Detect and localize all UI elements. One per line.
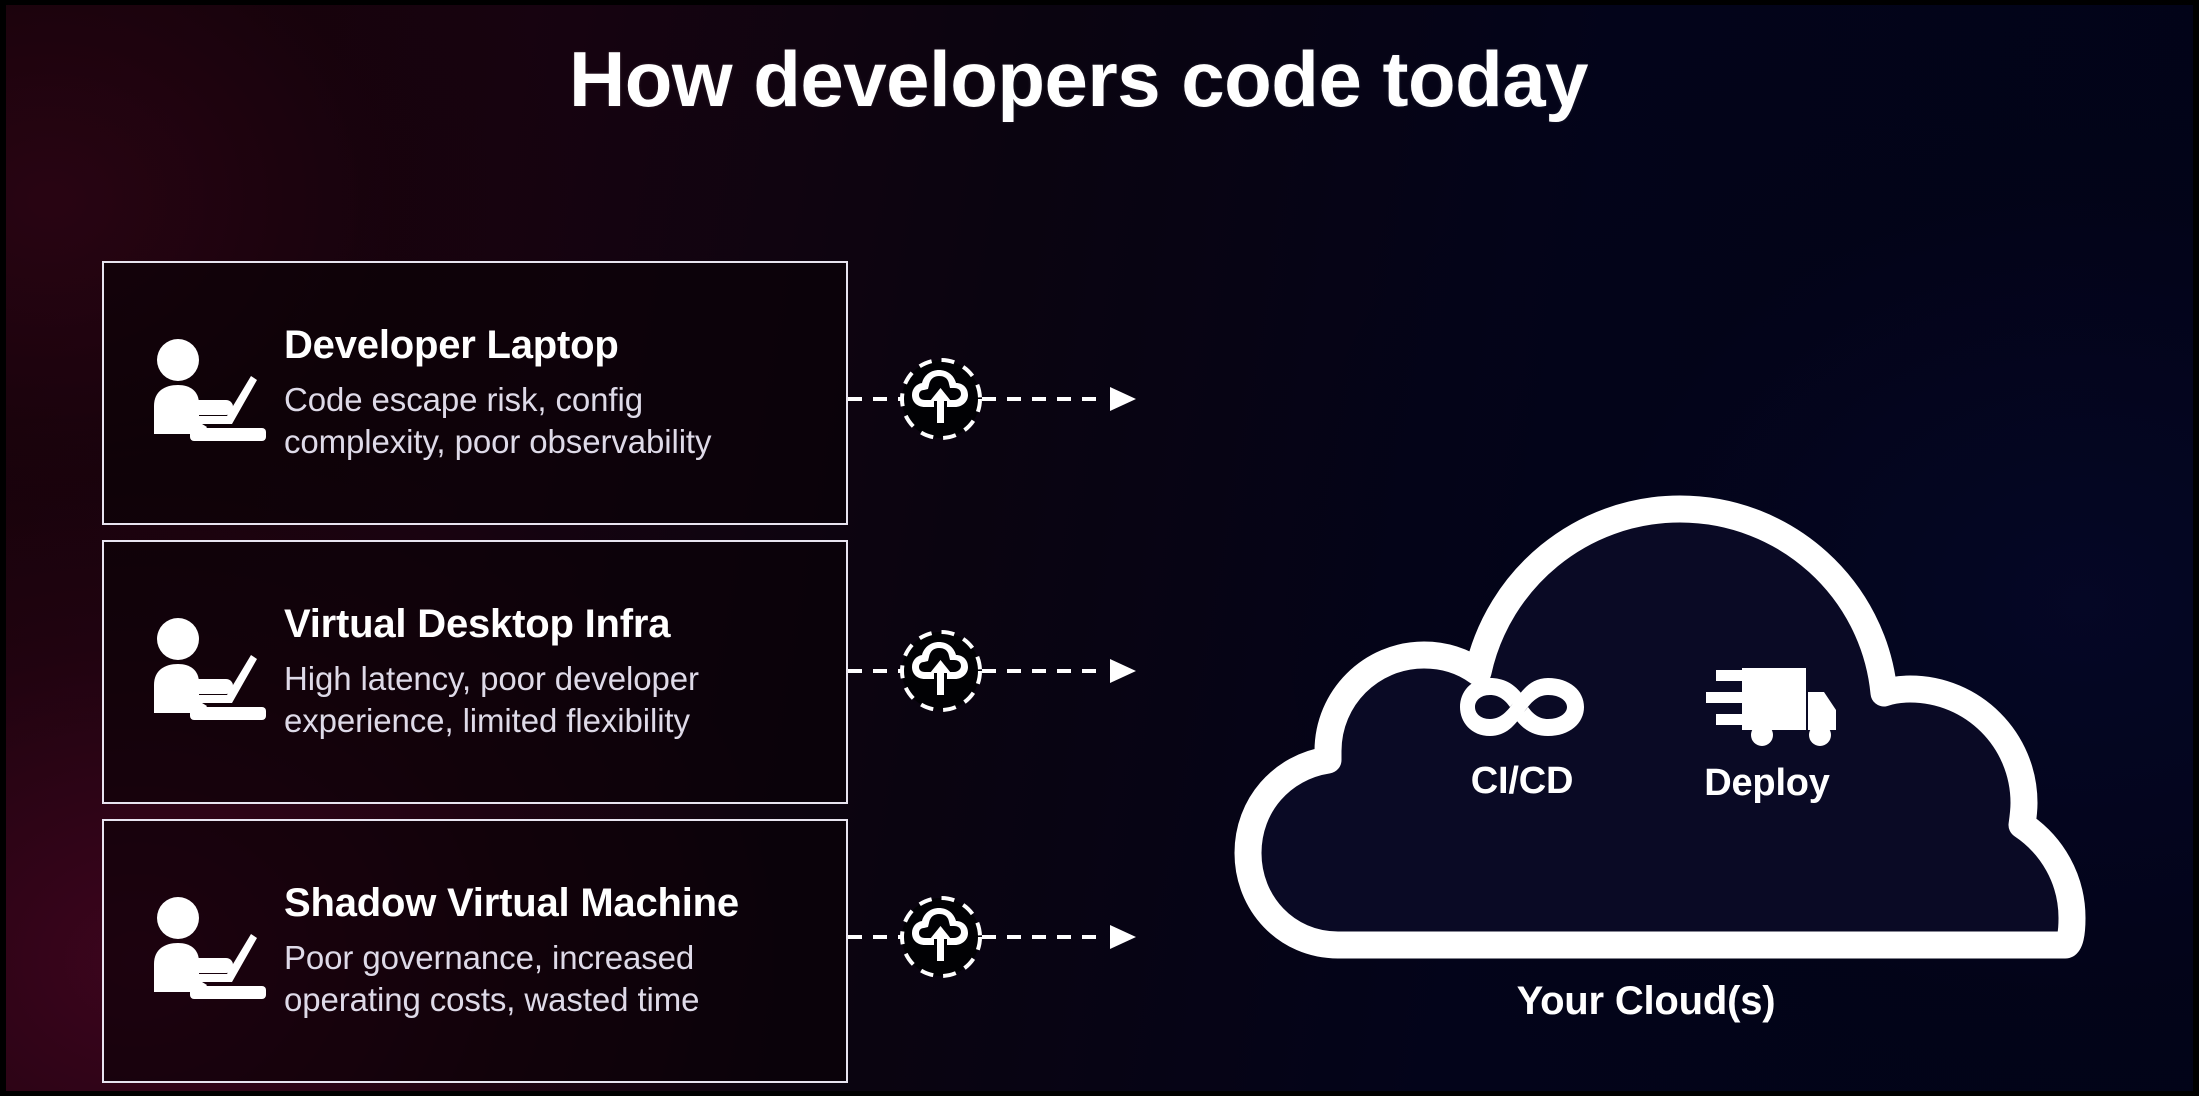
cloud-service-cicd[interactable]: CI/CD xyxy=(1456,668,1588,803)
cloud-service-label: CI/CD xyxy=(1470,759,1574,802)
problem-card[interactable]: Developer Laptop Code escape risk, confi… xyxy=(102,261,848,525)
cloud-services-row: CI/CD Deploy xyxy=(1186,305,2106,985)
problem-card-title: Developer Laptop xyxy=(284,323,619,368)
problem-card-list: Developer Laptop Code escape risk, confi… xyxy=(102,261,848,1083)
connector-flow-1 xyxy=(848,358,1136,440)
problem-card-description: Code escape risk, config complexity, poo… xyxy=(284,381,712,460)
problem-card-text: Developer Laptop Code escape risk, confi… xyxy=(284,323,846,463)
problem-card-title: Shadow Virtual Machine xyxy=(284,881,739,926)
problem-card-description: Poor governance, increased operating cos… xyxy=(284,939,700,1018)
connector-flow-3 xyxy=(848,896,1136,978)
problem-card-description: High latency, poor developer experience,… xyxy=(284,660,699,739)
connector-flow-2 xyxy=(848,630,1136,712)
problem-card-text: Shadow Virtual Machine Poor governance, … xyxy=(284,881,846,1021)
cloud-outline-icon xyxy=(1234,495,2086,959)
problem-card-title: Virtual Desktop Infra xyxy=(284,602,671,647)
problem-card[interactable]: Virtual Desktop Infra High latency, poor… xyxy=(102,540,848,804)
cloud-service-label: Deploy xyxy=(1704,761,1830,804)
cloud-service-deploy[interactable]: Deploy xyxy=(1698,666,1836,805)
problem-card-text: Virtual Desktop Infra High latency, poor… xyxy=(284,602,846,742)
person-at-laptop-icon xyxy=(134,338,284,448)
cloud-graphic: CI/CD Deploy xyxy=(1186,305,2106,985)
cloud-upload-icon xyxy=(912,370,968,423)
delivery-truck-icon xyxy=(1698,666,1836,748)
person-at-laptop-icon xyxy=(134,896,284,1006)
cloud-upload-icon xyxy=(912,908,968,961)
infinity-loop-icon xyxy=(1456,668,1588,746)
person-at-laptop-icon xyxy=(134,617,284,727)
cloud-caption: Your Cloud(s) xyxy=(1516,979,1776,1023)
page-title: How developers code today xyxy=(568,35,1589,123)
problem-card[interactable]: Shadow Virtual Machine Poor governance, … xyxy=(102,819,848,1083)
slide-canvas: How developers code today Developer L xyxy=(6,5,2193,1091)
cloud-upload-icon xyxy=(912,642,968,695)
